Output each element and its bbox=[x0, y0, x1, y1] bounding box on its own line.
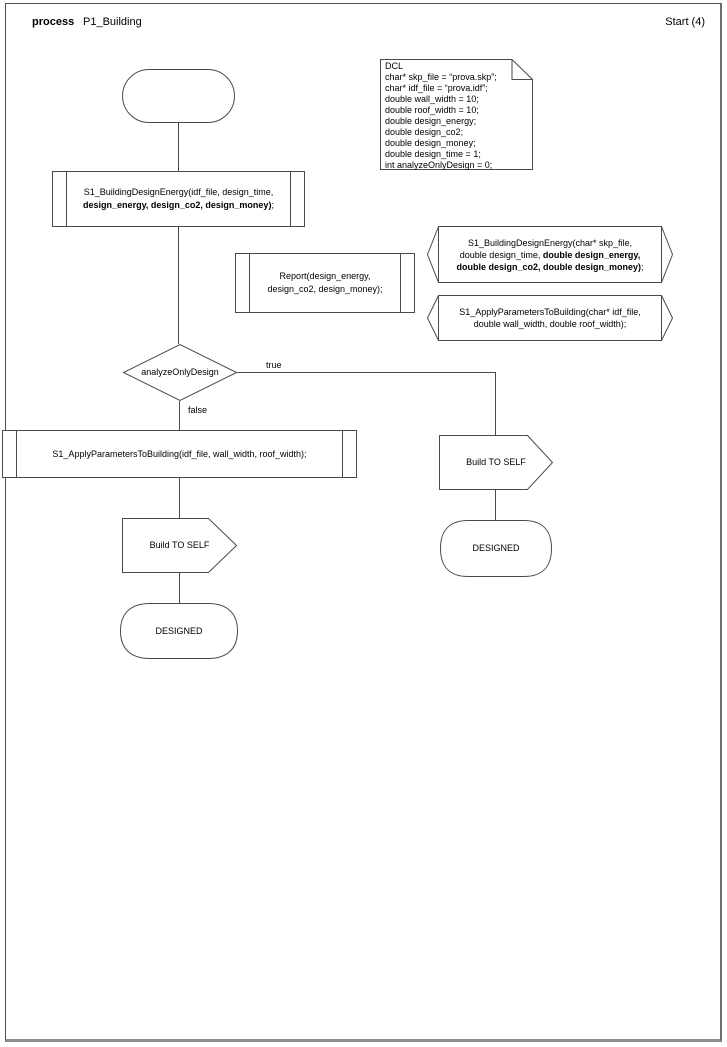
call-box-left-bar bbox=[249, 254, 250, 312]
output-outline bbox=[439, 435, 554, 490]
connector-true-branch[interactable] bbox=[237, 372, 496, 436]
branch-label-true: true bbox=[266, 360, 282, 370]
call-box-apply-parameters[interactable]: S1_ApplyParametersToBuilding(idf_file, w… bbox=[2, 430, 357, 478]
page-indicator: Start (4) bbox=[665, 16, 705, 28]
dcl-text: DCL char* skp_file = “prova.skp”; char* … bbox=[385, 61, 497, 170]
decision-label: analyzeOnlyDesign bbox=[141, 367, 219, 377]
decision-outline bbox=[122, 343, 238, 402]
output-build-to-self-left[interactable]: Build TO SELF bbox=[122, 518, 238, 573]
procedure-declaration-building-design-energy[interactable]: S1_BuildingDesignEnergy(char* skp_file, … bbox=[426, 226, 674, 283]
call-box-right-bar bbox=[290, 172, 291, 226]
branch-label-false: false bbox=[188, 405, 208, 415]
call-box-text: S1_BuildingDesignEnergy(idf_file, design… bbox=[83, 187, 274, 210]
output-outline bbox=[122, 518, 238, 573]
diagram-title: P1_Building bbox=[83, 16, 142, 28]
state-designed-right[interactable]: DESIGNED bbox=[439, 520, 553, 577]
call-box-left-bar bbox=[66, 172, 67, 226]
call-box-text: S1_ApplyParametersToBuilding(idf_file, w… bbox=[52, 448, 307, 459]
diagram-kind-label: process bbox=[32, 16, 75, 28]
procedure-declaration-outline bbox=[426, 226, 674, 283]
state-outline bbox=[119, 603, 239, 659]
state-label: DESIGNED bbox=[472, 543, 520, 553]
call-box-report[interactable]: Report(design_energy, design_co2, design… bbox=[235, 253, 415, 313]
output-build-to-self-right[interactable]: Build TO SELF bbox=[439, 435, 554, 490]
state-label: DESIGNED bbox=[155, 625, 203, 636]
output-label: Build TO SELF bbox=[149, 540, 210, 550]
procedure-declaration-text: S1_ApplyParametersToBuilding(char* idf_f… bbox=[459, 307, 641, 329]
call-box-left-bar bbox=[16, 431, 17, 477]
call-box-building-design-energy[interactable]: S1_BuildingDesignEnergy(idf_file, design… bbox=[52, 171, 305, 227]
call-box-text: Report(design_energy, design_co2, design… bbox=[267, 271, 383, 294]
call-box-right-bar bbox=[342, 431, 343, 477]
output-label: Build TO SELF bbox=[466, 457, 526, 467]
procedure-declaration-apply-parameters[interactable]: S1_ApplyParametersToBuilding(char* idf_f… bbox=[426, 295, 674, 341]
dcl-declaration-note[interactable]: DCL char* skp_file = “prova.skp”; char* … bbox=[380, 59, 533, 170]
start-terminator[interactable] bbox=[122, 69, 235, 123]
decision-analyze-only-design[interactable]: analyzeOnlyDesign bbox=[122, 343, 238, 402]
procedure-declaration-outline bbox=[426, 295, 674, 341]
state-designed-left[interactable]: DESIGNED bbox=[119, 603, 239, 659]
procedure-declaration-text: S1_BuildingDesignEnergy(char* skp_file, … bbox=[456, 237, 644, 272]
note-outline bbox=[380, 59, 533, 170]
call-box-right-bar bbox=[400, 254, 401, 312]
state-outline bbox=[439, 520, 553, 577]
